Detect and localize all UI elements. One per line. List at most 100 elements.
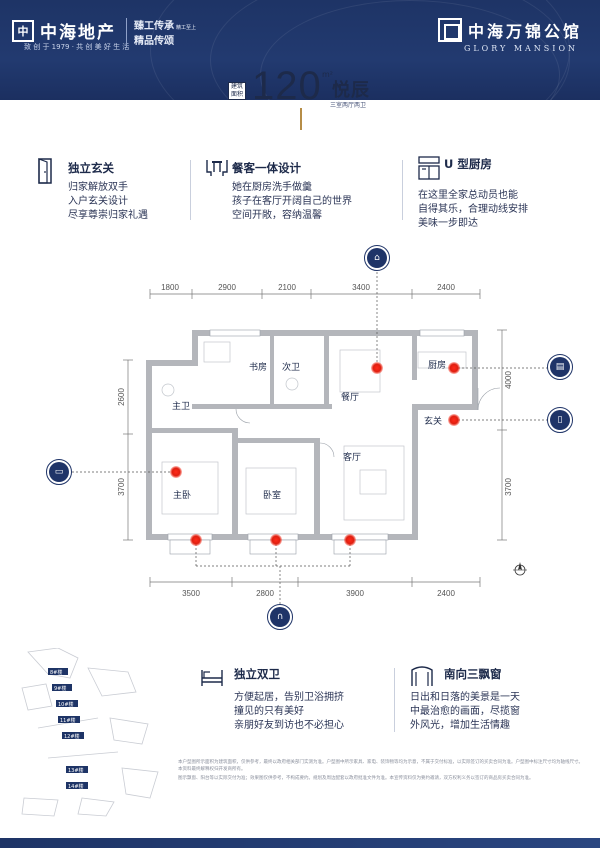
feature-double-bath: 独立双卫 方便起居，告别卫浴拥挤 撞见的只有美好 亲朋好友到访也不必担心 xyxy=(200,664,400,744)
room-label-master-bed: 主卧 xyxy=(173,489,191,501)
door-hotspot-icon[interactable]: ▯ xyxy=(547,407,573,433)
disclaimer-notes: 本户型图所示面积为建筑面积，仅供参考，最终以政府相关部门实测为准。户型图中所示家… xyxy=(178,760,586,783)
kitchen-icon xyxy=(418,156,440,180)
building-label: 8#楼 xyxy=(50,669,62,676)
feature-bay-window: 南向三飘窗 日出和日落的美景是一天 中最治愈的画面，尽揽窗 外风光，增加生活情趣 xyxy=(410,664,590,744)
building-label: 12#楼 xyxy=(64,733,80,740)
layout-desc: 三室两厅两卫 xyxy=(330,102,367,109)
feature-line: 归家解放双手 xyxy=(68,182,128,193)
building-label: 9#楼 xyxy=(54,685,66,692)
site-plan-drawing: 8#楼 9#楼 10#楼 11#楼 12#楼 13#楼 14#楼 xyxy=(21,647,159,817)
feature-divider xyxy=(402,160,403,220)
bottom-dim-label: 2400 xyxy=(437,589,455,598)
brand-mark-icon: 中 xyxy=(12,19,34,42)
room-label-bedroom: 卧室 xyxy=(263,489,281,501)
room-label-second-bath: 次卫 xyxy=(282,361,300,373)
feature-title: 南向三飘窗 xyxy=(444,667,502,681)
slogan-small: 精工至上 xyxy=(176,25,197,31)
dimension-ticks xyxy=(149,577,481,587)
feature-title: 餐客一体设计 xyxy=(232,161,301,175)
kitchen-hotspot-icon[interactable]: ▤ xyxy=(547,354,573,380)
feature-dining: 餐客一体设计 她在厨房洗手做羹 孩子在客厅开阔自己的世界 空间开敞，容纳温馨 xyxy=(206,158,396,228)
area-value: 120 xyxy=(252,64,322,108)
floor-plan-drawing: 1800 2900 2100 3400 2400 3500 2800 3900 … xyxy=(72,268,548,604)
feature-divider xyxy=(190,160,191,220)
room-label-kitchen: 厨房 xyxy=(428,359,446,371)
room-label-master-bath: 主卫 xyxy=(172,400,190,412)
dining-hotspot-icon[interactable]: ⌂ xyxy=(364,245,390,271)
feature-line: 在这里全家总动员也能 xyxy=(418,190,518,201)
room-label-study: 书房 xyxy=(249,361,267,373)
feature-line: 外风光，增加生活情趣 xyxy=(410,720,510,731)
feature-line: 日出和日落的美景是一天 xyxy=(410,692,520,703)
hotspot-master-bed[interactable] xyxy=(170,466,182,478)
window-hotspot-icon[interactable]: ∩ xyxy=(267,604,293,630)
room-label-dining: 餐厅 xyxy=(341,391,359,403)
left-dim-label: 2600 xyxy=(117,388,126,406)
building-label: 14#楼 xyxy=(68,783,84,790)
floor-plan: 1800 2900 2100 3400 2400 3500 2800 3900 … xyxy=(0,240,600,640)
top-dim-label: 2100 xyxy=(278,283,296,292)
bottom-dim-label: 3500 xyxy=(182,589,200,598)
dimension-ticks xyxy=(149,289,481,299)
furniture xyxy=(161,341,467,521)
header-banner: 中 中海地产 致 创 于 1979 · 共 创 美 好 生 活 臻工传承精工至上… xyxy=(0,0,600,100)
feature-title: 独立双卫 xyxy=(234,667,280,681)
slogan-line1: 臻工传承 xyxy=(134,21,174,32)
right-dim-label: 4000 xyxy=(504,371,513,389)
bottom-dim-label: 2800 xyxy=(256,589,274,598)
bath-icon xyxy=(201,670,223,686)
unit-name: 悦辰 xyxy=(332,80,370,101)
feature-line: 孩子在客厅开阔自己的世界 xyxy=(232,196,352,207)
window-icon xyxy=(411,666,433,686)
footer-bar xyxy=(0,838,600,848)
brand-tagline: 致 创 于 1979 · 共 创 美 好 生 活 xyxy=(24,43,130,51)
room-label-living: 客厅 xyxy=(343,451,361,463)
top-dim-label: 2400 xyxy=(437,283,455,292)
hotspot-window-2[interactable] xyxy=(270,534,282,546)
area-unit: m² xyxy=(322,70,333,79)
decorative-wave xyxy=(150,0,570,100)
hotspot-entrance[interactable] xyxy=(448,414,460,426)
compass-icon xyxy=(513,562,527,576)
feature-kitchen: U 型厨房 在这里全家总动员也能 自得其乐，合理动线安排 美味一步即达 xyxy=(418,156,588,229)
feature-line: 入户玄关设计 xyxy=(68,196,128,207)
room-label-entrance: 玄关 xyxy=(424,415,442,427)
gold-divider xyxy=(300,108,302,130)
header-divider xyxy=(126,18,127,48)
area-label: 建筑面积 xyxy=(228,82,246,100)
feature-line: 美味一步即达 xyxy=(418,218,478,229)
door-icon xyxy=(38,158,52,184)
slogan: 臻工传承精工至上 精品传颂 xyxy=(134,20,196,48)
callout-lines xyxy=(72,268,548,604)
feature-line: 空间开敞，容纳温馨 xyxy=(232,210,322,221)
top-dim-label: 1800 xyxy=(161,283,179,292)
feature-line: 自得其乐，合理动线安排 xyxy=(418,204,528,215)
disclaimer-line: 本户型图所示面积为建筑面积，仅供参考，最终以政府相关部门实测为准。户型图中所示家… xyxy=(178,760,583,772)
building-label: 13#楼 xyxy=(68,767,84,774)
hotspot-window-1[interactable] xyxy=(190,534,202,546)
top-dim-label: 2900 xyxy=(218,283,236,292)
left-dim-label: 3700 xyxy=(117,478,126,496)
feature-divider xyxy=(394,668,395,732)
feature-line: 中最治愈的画面，尽揽窗 xyxy=(410,706,520,717)
top-dim-label: 3400 xyxy=(352,283,370,292)
brand-logo: 中 中海地产 xyxy=(12,18,116,43)
brand-name: 中海地产 xyxy=(40,23,116,43)
feature-line: 撞见的只有美好 xyxy=(234,706,304,717)
hotspot-window-3[interactable] xyxy=(344,534,356,546)
doors xyxy=(235,387,501,458)
area-badge: 建筑面积 120 m² 悦辰 三室两厅两卫 xyxy=(218,62,388,109)
project-logo: 中海万锦公馆 xyxy=(437,18,582,42)
feature-entrance: 独立玄关 归家解放双手 入户玄关设计 尽享尊崇归家礼遇 xyxy=(38,158,188,228)
bottom-dim-label: 3900 xyxy=(346,589,364,598)
slogan-line2: 精品传颂 xyxy=(134,36,174,47)
feature-line: 她在厨房洗手做羹 xyxy=(232,182,312,193)
right-dim-label: 3700 xyxy=(504,478,513,496)
hotspot-dining[interactable] xyxy=(371,362,383,374)
hotspot-kitchen[interactable] xyxy=(448,362,460,374)
project-name-en: GLORY MANSION xyxy=(463,44,578,53)
building-label: 11#楼 xyxy=(60,717,76,724)
project-name-cn: 中海万锦公馆 xyxy=(467,22,582,41)
bath-hotspot-icon[interactable]: ▭ xyxy=(46,459,72,485)
